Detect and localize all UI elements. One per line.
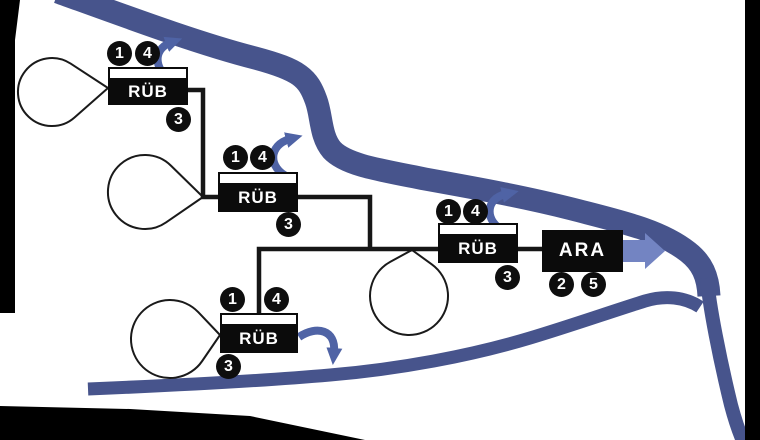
catchment-drop-2 <box>106 153 204 230</box>
rueb-2-badge-1: 1 <box>223 145 248 170</box>
sewer-line-2 <box>298 194 373 249</box>
ara-label: ARA <box>558 240 607 261</box>
rueb-4-badge-4: 4 <box>463 199 488 224</box>
rueb-3-storage-strip <box>222 315 296 326</box>
sewer-line-1 <box>187 87 218 200</box>
rueb-2-badge-3: 3 <box>276 212 301 237</box>
rueb-2-badge-4: 4 <box>250 145 275 170</box>
ara-badge-2: 2 <box>549 272 574 297</box>
rueb-4-label: RÜB <box>458 238 498 258</box>
frame-bottom <box>0 406 365 440</box>
sewer-line-3 <box>256 246 438 313</box>
rueb-4-badge-1: 1 <box>436 199 461 224</box>
rueb-1-label: RÜB <box>128 81 168 101</box>
rueb-box-1: RÜB <box>108 67 188 105</box>
rueb-3-label: RÜB <box>239 328 279 348</box>
rueb-4-badge-3: 3 <box>495 265 520 290</box>
rueb-2-storage-strip <box>220 174 296 185</box>
river-main <box>54 0 721 297</box>
frame-left <box>0 0 20 313</box>
rueb-3-badge-4: 4 <box>264 287 289 312</box>
rueb-3-badge-1: 1 <box>220 287 245 312</box>
frame-right <box>745 0 760 440</box>
rueb-1-storage-strip <box>110 69 186 80</box>
rueb-box-4: RÜB <box>438 223 518 263</box>
river-lower-branch <box>87 291 704 396</box>
rueb-1-badge-4: 4 <box>135 41 160 66</box>
rueb-2-label: RÜB <box>238 187 278 207</box>
river-outlet <box>700 277 750 440</box>
rueb-1-badge-3: 3 <box>166 107 191 132</box>
rueb-1-badge-1: 1 <box>107 41 132 66</box>
effluent-arrow-icon <box>622 233 665 269</box>
catchment-drop-1 <box>17 57 109 128</box>
rueb-4-storage-strip <box>440 225 516 236</box>
rueb-box-3: RÜB <box>220 313 298 353</box>
catchment-drop-4 <box>369 249 450 336</box>
catchment-drop-3 <box>129 299 221 379</box>
rueb-3-badge-3: 3 <box>216 354 241 379</box>
rueb-box-2: RÜB <box>218 172 298 212</box>
overflow-arrow-icon-3 <box>296 326 343 365</box>
ara-box: ARA <box>542 230 623 272</box>
ara-badge-5: 5 <box>581 272 606 297</box>
